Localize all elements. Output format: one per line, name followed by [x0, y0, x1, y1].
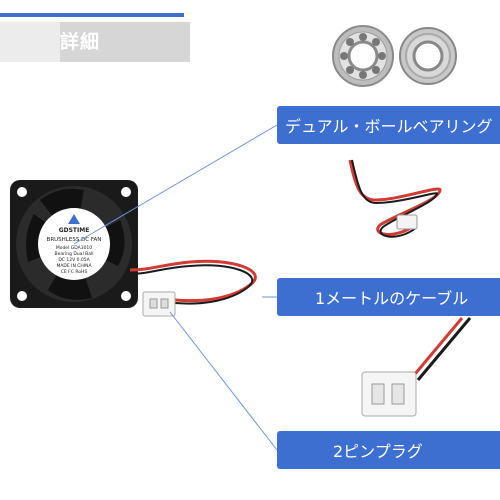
callout-bearing: デュアル・ボールベアリング [277, 106, 500, 144]
callout-connector: 2ピンプラグ [277, 431, 500, 469]
callout-cable: 1メートルのケーブル [277, 278, 500, 316]
leader-line-bearing [73, 124, 278, 245]
connector-cable [408, 317, 472, 381]
fan-cable [129, 259, 257, 305]
leader-line-connector [169, 311, 278, 451]
fan-label-line2: Model GDA3010 [56, 245, 92, 251]
ball-bearing-icon [332, 25, 394, 87]
fan-label-line5: MADE IN CHINA [56, 263, 92, 269]
fan-label-line3: Bearing Dual Ball [55, 251, 94, 257]
connector-icon [396, 214, 418, 230]
fan-label-line1: BRUSHLESS DC FAN [47, 237, 102, 243]
top-accent-line [0, 13, 184, 17]
coiled-cable [348, 159, 442, 238]
fan-label-line6: CE FC RoHS [61, 269, 88, 275]
fan-label-line4: DC 12V 0.05A [58, 257, 90, 263]
section-title: 詳細 [60, 31, 101, 53]
title-bar-accent [0, 22, 60, 62]
connector-icon [142, 291, 176, 317]
ball-bearing-icon [399, 27, 457, 85]
connector-icon [361, 371, 417, 417]
fan-brand: GDSTIME [59, 227, 90, 234]
